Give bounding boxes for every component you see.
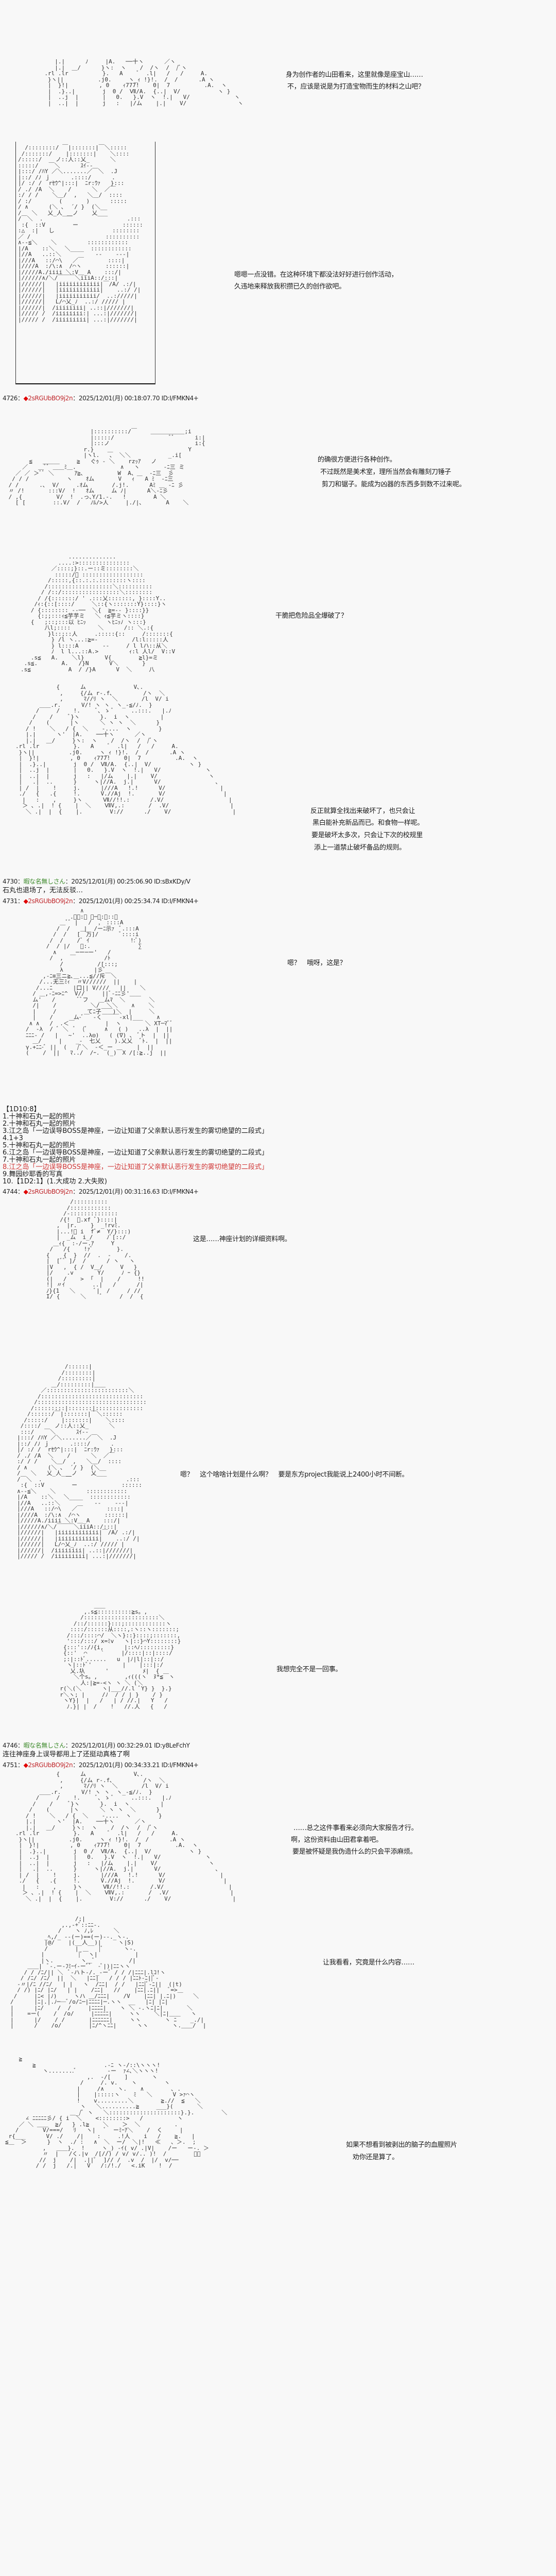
post-number: 4731 [3, 897, 18, 905]
caption-line: 身为创作者的山田看来，这里就像是座宝山…… [286, 71, 423, 79]
ascii-art-panel-frame: /::::::::/ ￣|:::::::|￣＼::::: /:::::::/ |… [15, 142, 155, 384]
dice-option: 10.【1D2:1】(1.大成功 2.大失败) [3, 1178, 107, 1185]
dice-option: 5.十神和石丸一起的照片 [3, 1142, 76, 1149]
ascii-art-figure: |.| ﾉ |A. ──十ヽ ／ヽ |.| ＿/ }ヽ: ヽ / /ヽ / /ﾞ… [44, 58, 244, 107]
reply-body: 石丸也退场了，无法反驳… [3, 887, 83, 894]
post-id[interactable]: ID:y8LeFchY [154, 1742, 190, 1749]
diamond-icon: ◆ [23, 897, 28, 905]
caption-line: ……总之这件事看来必须向大家报告才行。 [293, 1824, 418, 1832]
dice-option: 9.舞园纱耶香的写真 [3, 1171, 63, 1178]
dice-option: 3.江之岛「一边误导BOSS是神座，一边让知道了父亲默认恶行发生的雾切绝望的二段… [3, 1127, 268, 1135]
ascii-art-figure: /:::::::::: /:::::::::::: /-::::::::::::… [46, 1198, 145, 1300]
diamond-icon: ◆ [23, 395, 28, 402]
post-header: 4751：◆2sRGUbBO9j2n：2025/12/01(月) 00:34:3… [3, 1761, 199, 1769]
caption-line: 添上一道禁止破坏备品的规则。 [314, 844, 406, 852]
caption-line: 久违地来释放我积攒已久的创作欲吧。 [234, 283, 345, 291]
post-id[interactable]: ID:I/FMKN4+ [161, 897, 199, 905]
author-trip[interactable]: ◆2sRGUbBO9j2n [23, 1761, 73, 1769]
caption-line: 嗯？ 这个啥啥计划是什么啊？ 要是东方project我能说上2400小时不间断。 [180, 1471, 409, 1479]
separator: ： [17, 878, 24, 885]
caption-line: 的确很方便进行各种创作。 [318, 456, 396, 464]
post-header: 4746：暇な名無しさん：2025/12/01(月) 00:32:29.01 I… [3, 1742, 190, 1750]
post-number: 4751 [3, 1761, 18, 1769]
caption-line: 要是破坏太多次，只会让下次的校规里 [311, 832, 423, 839]
ascii-art-figure: { ム V､. , {/ム r-.f､ /ヽ ＼ , ﾏ//ﾘ ヽ ＼ /l V… [15, 684, 236, 815]
separator: ： [73, 395, 79, 402]
author-trip[interactable]: ◆2sRGUbBO9j2n [23, 395, 73, 402]
post-header: 4730：暇な名無しさん：2025/12/01(月) 00:25:06.90 I… [3, 878, 190, 886]
separator: ： [65, 878, 72, 885]
caption-line: 这是……神座计划的详细资料啊。 [193, 1235, 291, 1243]
anonymous-name: 暇な名無しさん [23, 878, 66, 885]
ascii-art-figure: ＿＿ ,.s≦::::::::::≧s。, /:::::::::::::::::… [60, 1602, 181, 1710]
caption-line: 干脆把危险品全爆破了？ [275, 612, 348, 620]
caption-line: 不，应该是说是为打造宝物而生的材料之山吧？ [287, 83, 425, 91]
post-id[interactable]: ID:I/FMKN4+ [161, 1188, 199, 1195]
separator: ： [17, 1742, 24, 1749]
caption-line: 我想完全不是一回事。 [276, 1666, 342, 1673]
post-header: 4744：◆2sRGUbBO9j2n：2025/12/01(月) 00:31:1… [3, 1188, 199, 1196]
ascii-art-figure: .............. ....:>::::::::::::::: ／::… [21, 553, 176, 673]
post-date: 2025/12/01(月) 00:18:07.70 [78, 395, 160, 402]
post-number: 4726 [3, 395, 18, 402]
diamond-icon: ◆ [23, 1761, 28, 1769]
ascii-art-figure: /::::::| /::::::::| /:::::::::| ＿/::::::… [17, 1363, 147, 1560]
post-header: 4731：◆2sRGUbBO9j2n：2025/12/01(月) 00:25:3… [3, 897, 199, 905]
ascii-art-figure: ∧ .ﾞ｢:ﾞ ー─ー:ﾟ::、 ＿ﾞﾞ | / ,ﾞ ::::A / / | … [26, 907, 173, 1056]
separator: ： [73, 897, 79, 905]
separator: ： [65, 1742, 72, 1749]
caption-line: 嗯？ 哦呀，这是？ [287, 959, 346, 967]
post-date: 2025/12/01(月) 00:31:16.63 [78, 1188, 160, 1195]
dice-option: 6.江之岛「一边误导BOSS是神座，一边让知道了父亲默认恶行发生的雾切绝望的二段… [3, 1149, 268, 1157]
separator: ： [17, 1761, 24, 1769]
post-date: 2025/12/01(月) 00:34:33.21 [78, 1761, 160, 1769]
author-trip[interactable]: ◆2sRGUbBO9j2n [23, 897, 73, 905]
caption-line: 啊，这份资料由山田君拿着吧。 [291, 1836, 383, 1844]
ascii-art-figure: /;| ,.,-+ﾞ::ﾆﾆ-. / ヽ ﾉ,ﾚ ＼ _ﾍ,/_ --(ー)==… [10, 1916, 206, 2029]
post-header: 4726：◆2sRGUbBO9j2n：2025/12/01(月) 00:18:0… [3, 395, 199, 402]
post-id[interactable]: ID:I/FMKN4+ [161, 1761, 199, 1769]
caption-line: 劝你还是算了。 [353, 2154, 398, 2161]
caption-line: 反正就算全找出来破坏了，也只会让 [310, 807, 415, 815]
ascii-art-figure: |::::::::::/￣ ＿＿＿＿＿＿;i |:::::/ ﾞﾞ i:| |:… [8, 428, 205, 506]
dice-option: 2.十神和石丸一起的照片 [3, 1120, 76, 1128]
dice-option: 7.十神和石丸一起的照片 [3, 1156, 76, 1164]
post-date: 2025/12/01(月) 00:25:06.90 [71, 878, 152, 885]
separator: ： [17, 897, 24, 905]
ascii-art-figure: ≧ ≧ .-ﾆ ヽ-/::\ヽヽヽ! ヽ........ﾞ -ー ｧ∠､＼ヽヽヽ… [5, 2056, 228, 2169]
dice-option: 4.1+3 [3, 1134, 23, 1142]
post-number: 4746 [3, 1742, 18, 1749]
anonymous-name: 暇な名無しさん [23, 1742, 66, 1749]
post-id[interactable]: ID:I/FMKN4+ [161, 395, 199, 402]
separator: ： [17, 395, 24, 402]
separator: ： [17, 1188, 24, 1195]
caption-line: 让我看看，究竟是什么内容…… [323, 1959, 414, 1967]
dice-option-selected: 8.江之岛「一边误导BOSS是神座，一边让知道了父亲默认恶行发生的雾切绝望的二段… [3, 1163, 268, 1171]
post-id[interactable]: ID:sBxKDy/V [154, 878, 190, 885]
post-number: 4730 [3, 878, 18, 885]
diamond-icon: ◆ [23, 1188, 28, 1195]
post-date: 2025/12/01(月) 00:25:34.74 [78, 897, 160, 905]
post-date: 2025/12/01(月) 00:32:29.01 [71, 1742, 152, 1749]
caption-line: 剪刀和锯子。能成为凶器的东西多到数不过来呢。 [322, 481, 466, 488]
separator: ： [73, 1188, 79, 1195]
caption-line: 嗯嗯一点没错。在这种环境下都没法好好进行创作活动， [234, 271, 398, 279]
caption-line: 黑白能补充新品而已。和食物一样呢。 [312, 819, 424, 827]
dice-title: 【1D10:8】 [3, 1106, 41, 1113]
ascii-art-figure: { ム V､. , {/ム r-.f､ /ヽ ＼ , ﾏ//ﾘ ヽ ＼ /l V… [15, 1771, 236, 1902]
ascii-art-figure: /::::::::/ ￣|:::::::|￣＼::::: /:::::::/ |… [18, 144, 143, 323]
reply-body: 连往神座身上误导都用上了还挺动真格了啊 [3, 1751, 130, 1758]
dice-option: 1.十神和石丸一起的照片 [3, 1113, 76, 1121]
separator: ： [73, 1761, 79, 1769]
caption-line: 要是被怀疑是我伪造什么的只会平添麻烦。 [292, 1848, 417, 1856]
dice-roll-list: 【1D10:8】 1.十神和石丸一起的照片 2.十神和石丸一起的照片 3.江之岛… [3, 1106, 268, 1185]
caption-line: 不过既然是美术室，理所当然会有雕刻刀锤子 [320, 468, 451, 476]
caption-line: 如果不想看到被剥出的脑子的血腥照片 [346, 2141, 457, 2149]
author-trip[interactable]: ◆2sRGUbBO9j2n [23, 1188, 73, 1195]
post-number: 4744 [3, 1188, 18, 1195]
